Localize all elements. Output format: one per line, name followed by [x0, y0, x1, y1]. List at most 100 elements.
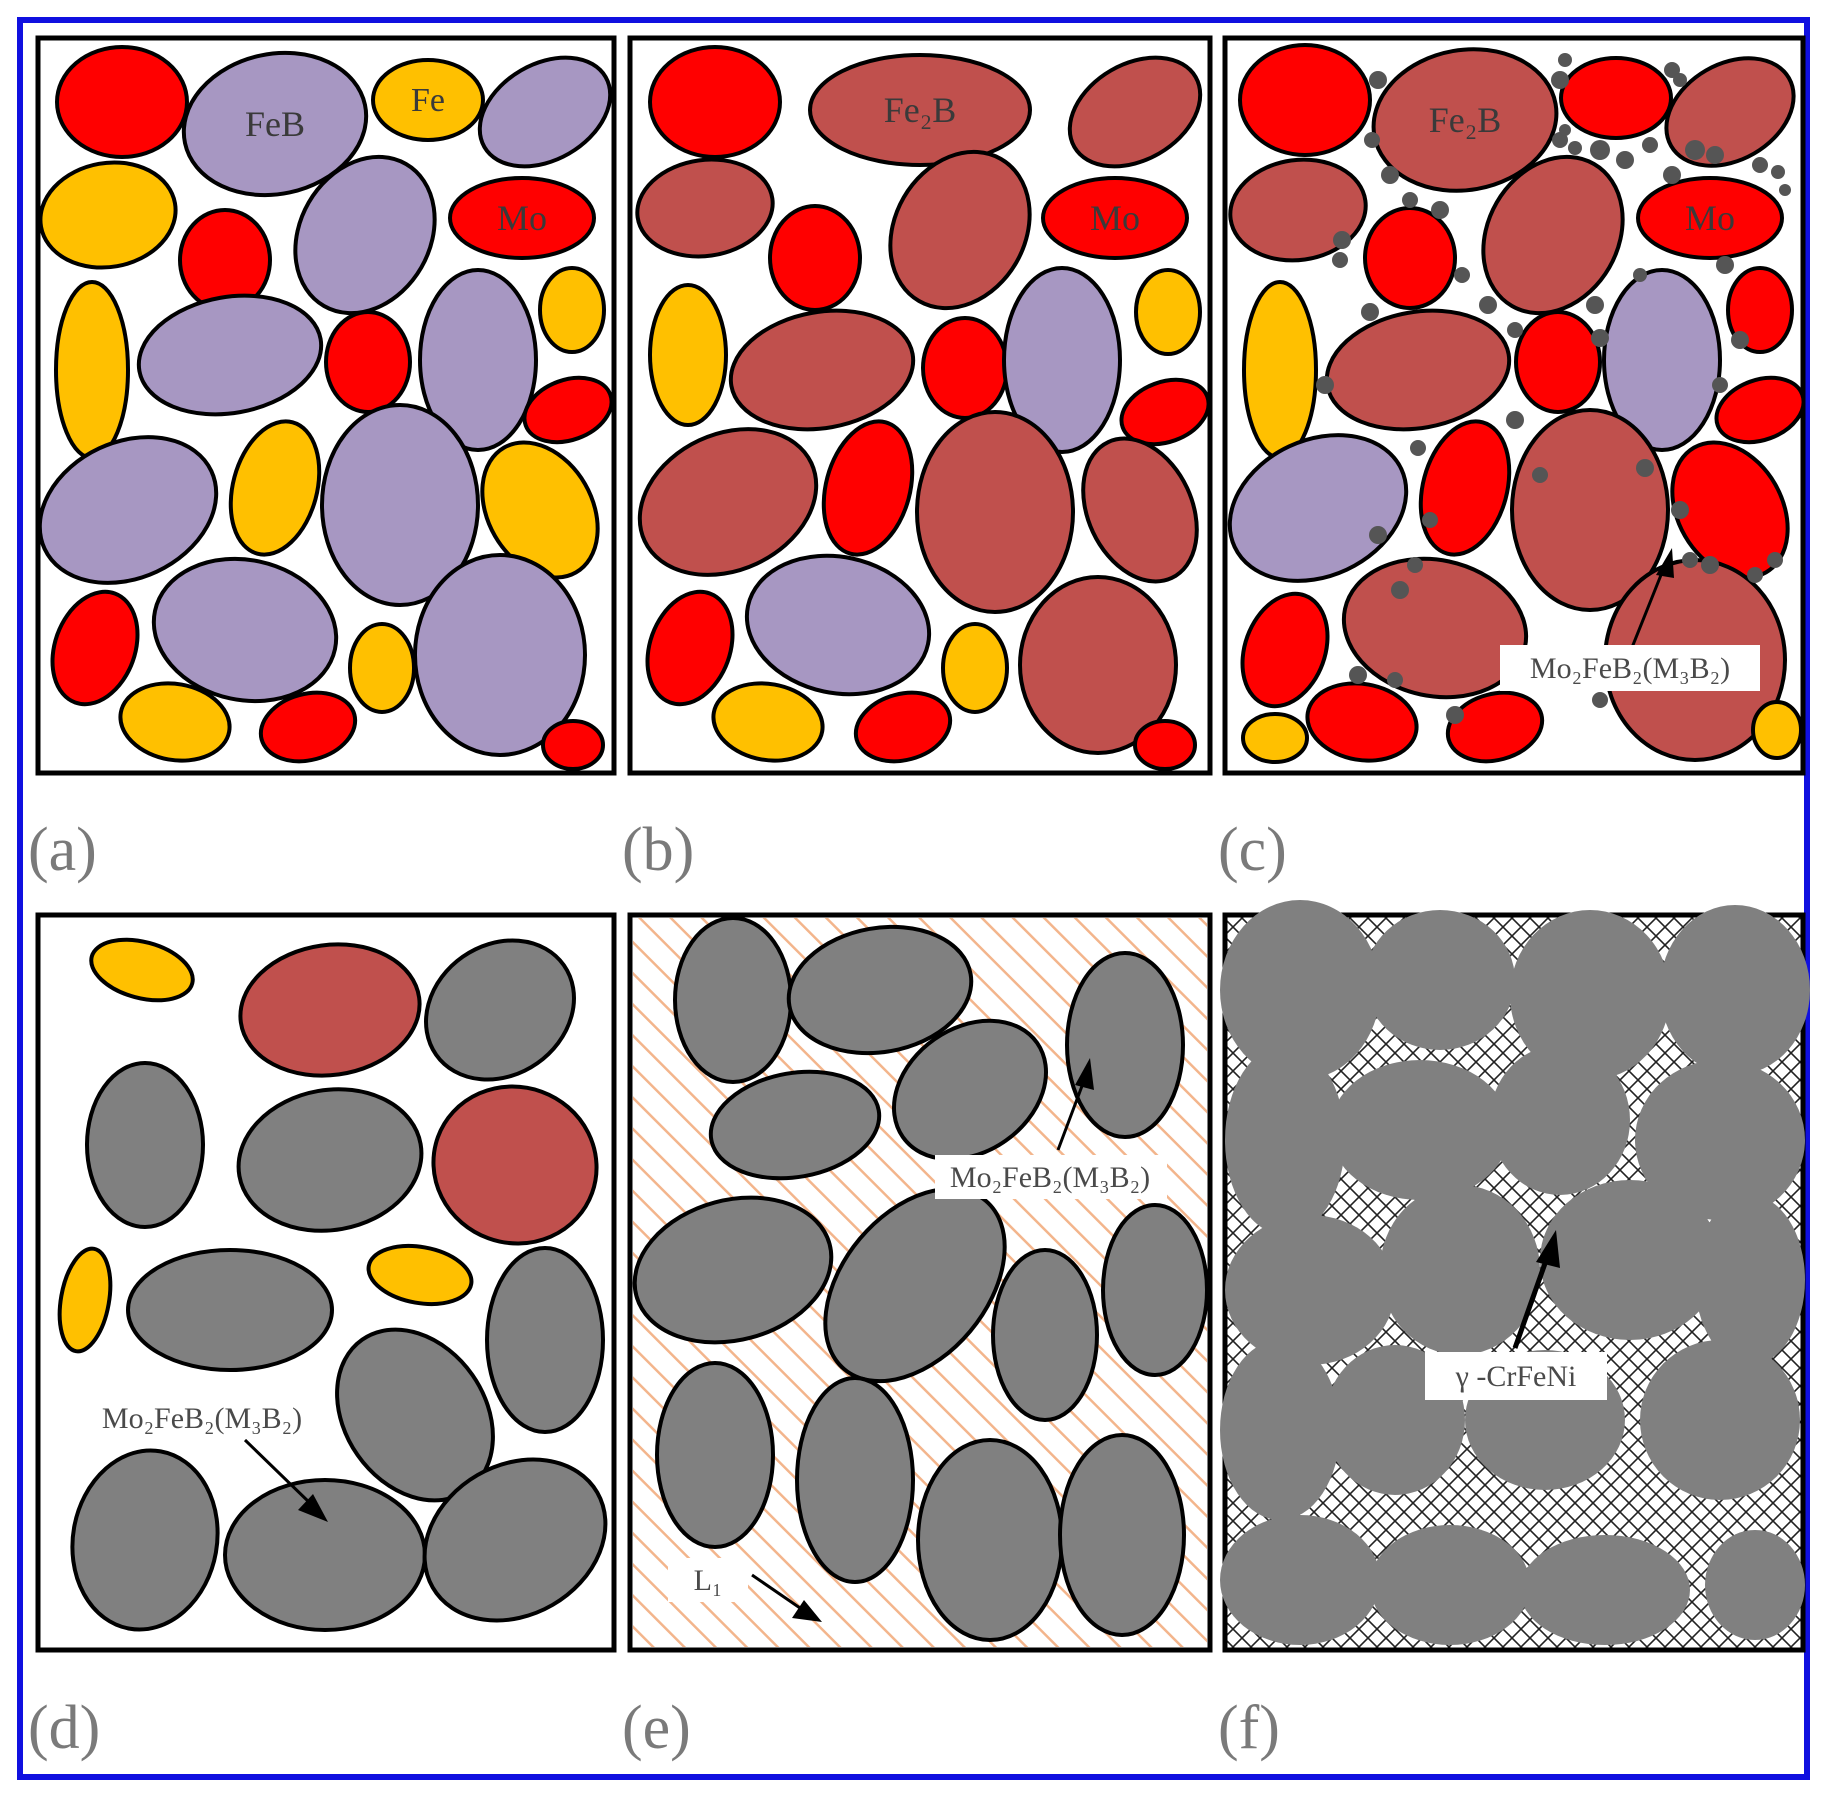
boride-callout-box	[935, 1155, 1167, 1199]
feb-label: FeB	[245, 104, 305, 144]
boride-particle	[1065, 951, 1185, 1139]
mo-label: Mo	[1090, 198, 1140, 238]
feb-particle	[744, 553, 932, 697]
mo-particle	[821, 419, 915, 557]
panel-b: Fe₂B Mo (b)	[622, 35, 1213, 884]
feb-particle	[413, 553, 587, 757]
boride-particle	[655, 1361, 775, 1549]
mo-particle	[1041, 176, 1189, 260]
fe-particle	[371, 58, 485, 142]
feb-particle	[293, 154, 437, 316]
feb-particle	[1602, 268, 1722, 452]
feb-particle	[136, 293, 324, 417]
fe-particle	[38, 160, 178, 270]
boride-particle	[673, 916, 793, 1084]
panel-c: Mo₂FeB₂(M₃B₂) Fe₂B Mo (c)	[1218, 35, 1806, 884]
fe2b-particle	[1481, 154, 1625, 316]
mo-particle	[1133, 719, 1197, 771]
matrix-callout-box	[1425, 1352, 1607, 1400]
fe2b-particle	[1081, 436, 1199, 584]
panel-a: FeB Fe Mo (a)	[28, 35, 617, 884]
boride-callout-box	[1500, 645, 1760, 691]
liquid-callout: L₁	[694, 1564, 723, 1597]
feb-particle	[1002, 266, 1122, 454]
mo-particle	[258, 690, 358, 764]
boride-particle	[70, 1448, 220, 1632]
mo-particle	[1514, 310, 1602, 414]
fe-particle	[1134, 268, 1202, 356]
mo-particle	[522, 375, 614, 445]
liquid-callout-box	[668, 1558, 748, 1602]
panel-b-label: (b)	[622, 816, 694, 884]
fe-particle	[538, 266, 606, 354]
mo-label: Mo	[497, 198, 547, 238]
feb-particle	[418, 268, 538, 452]
mo-particle	[1670, 440, 1790, 580]
fe-particle	[711, 681, 825, 763]
fe2b-particle	[637, 427, 819, 577]
panel-d: Mo₂FeB₂(M₃B₂) (d)	[28, 912, 617, 1762]
boride-particle	[632, 1195, 834, 1345]
fe-particle	[89, 937, 195, 1003]
fe2b-particle	[431, 1084, 599, 1246]
boride-particle	[1220, 900, 1380, 1080]
fe2b-particle	[1510, 408, 1670, 612]
fe-particle	[480, 440, 600, 580]
liquid-arrow	[751, 1573, 801, 1610]
boride-arrowhead	[1075, 1058, 1094, 1090]
boride-arrow	[1056, 1077, 1087, 1151]
boride-particle	[1220, 1515, 1380, 1645]
matrix-arrow	[1512, 1254, 1551, 1349]
boride-particle	[916, 1438, 1064, 1642]
boride-particle	[85, 1061, 205, 1229]
mo-particle	[448, 176, 596, 260]
fe-particle	[1242, 280, 1318, 460]
mo-particle	[1559, 56, 1673, 140]
boride-nuclei-dots	[1316, 53, 1791, 724]
mo-particle	[1418, 419, 1512, 557]
boride-particle	[236, 1087, 424, 1233]
fe-particle	[366, 1243, 474, 1307]
mo-label: Mo	[1685, 198, 1735, 238]
fe-particle	[118, 681, 232, 763]
panel-d-label: (d)	[28, 1694, 100, 1762]
boride-particle	[795, 1376, 915, 1584]
fe-particle	[348, 622, 416, 714]
panel-c-label: (c)	[1218, 816, 1287, 884]
liquid-arrowhead	[792, 1600, 822, 1622]
boride-particle	[1370, 1525, 1530, 1645]
mo-particle	[1636, 176, 1784, 260]
boride-particle	[485, 1246, 605, 1434]
mo-particle	[1714, 375, 1806, 445]
mo-particle	[1119, 377, 1211, 447]
panel-f: γ -CrFeNi (f)	[1218, 900, 1810, 1762]
feb-particle	[477, 55, 613, 169]
boride-particle	[991, 1248, 1099, 1422]
feb-particle	[181, 50, 369, 198]
fe2b-particle	[1067, 55, 1203, 169]
fe2b-label: Fe₂B	[884, 90, 957, 130]
feb-particle	[151, 556, 339, 704]
mo-particle	[324, 310, 412, 414]
fe-particle	[57, 1246, 113, 1354]
mo-particle	[50, 589, 140, 707]
fe2b-particle	[1018, 575, 1178, 755]
boride-particle	[1380, 1185, 1540, 1355]
boride-particle	[422, 1457, 608, 1623]
fe-particle	[54, 280, 130, 460]
boride-particle	[1490, 1045, 1630, 1195]
fe-particle	[228, 419, 322, 557]
boride-particle	[891, 1018, 1049, 1162]
boride-particle	[1058, 1433, 1186, 1637]
boride-particle	[1635, 1060, 1805, 1220]
fe-particle	[1751, 700, 1803, 760]
feb-particle	[320, 403, 480, 607]
mo-particle	[55, 45, 189, 159]
boride-arrowhead	[298, 1494, 328, 1522]
panel-e-label: (e)	[622, 1694, 691, 1762]
matrix-arrowhead	[1536, 1230, 1560, 1268]
fe2b-particle	[635, 157, 775, 259]
fe2b-particle	[808, 53, 1032, 167]
mo-particle	[1305, 681, 1419, 763]
